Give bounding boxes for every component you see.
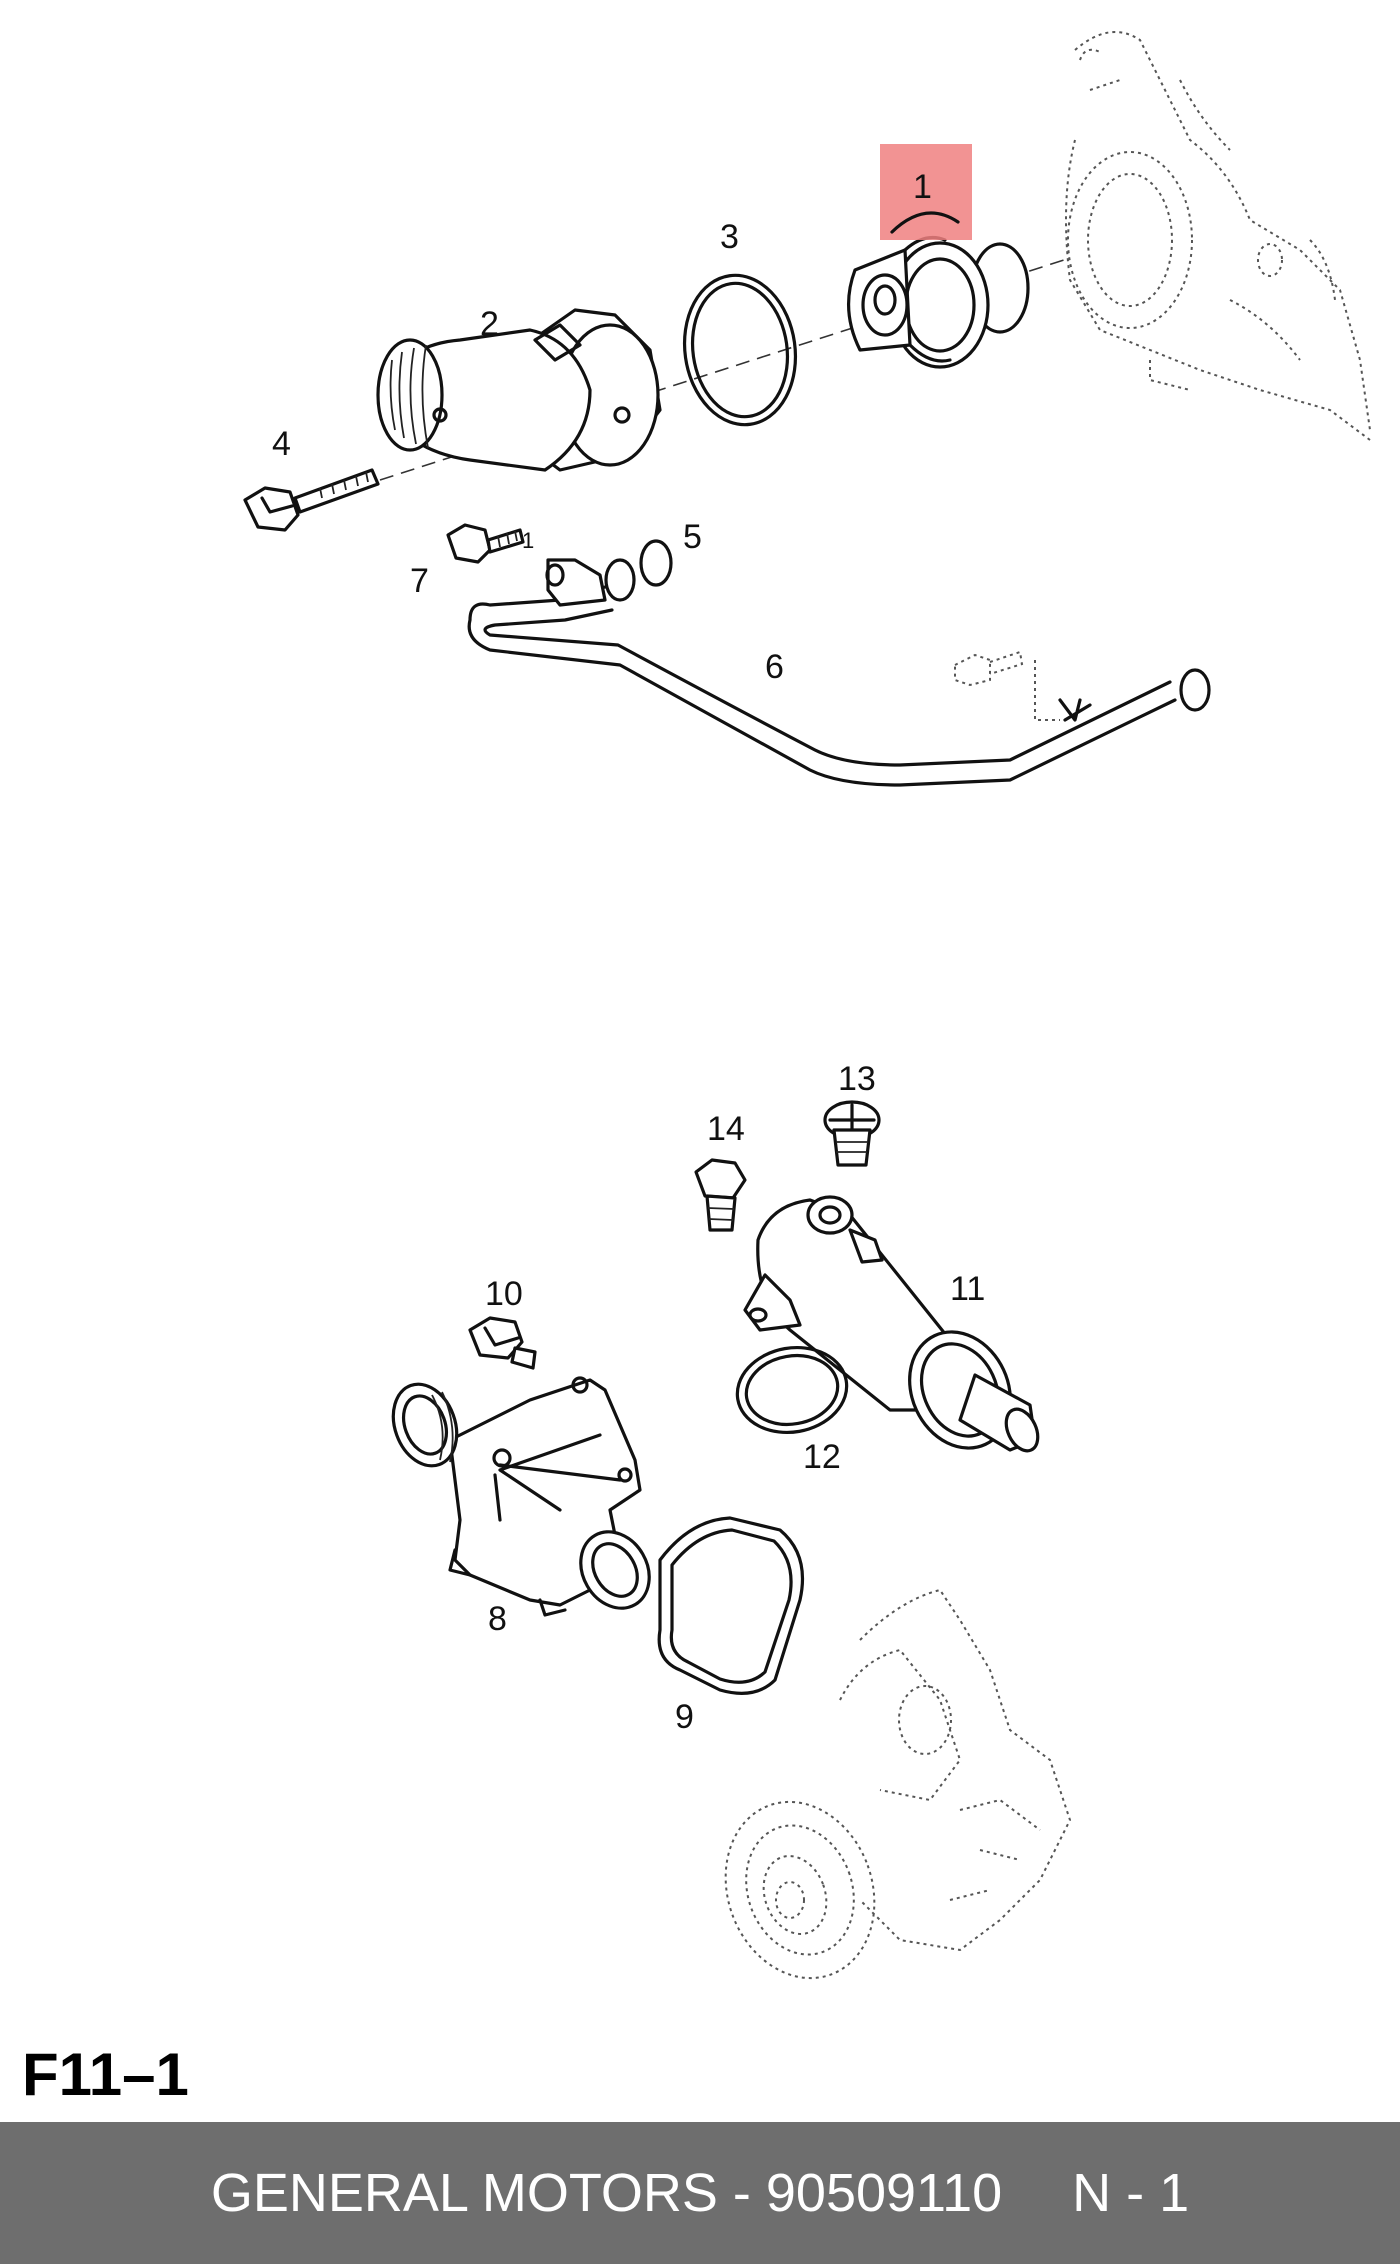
exploded-parts-diagram: 1 — [243, 31, 1371, 1980]
plug-part-14 — [694, 1158, 747, 1232]
callout-9: 9 — [675, 1698, 694, 1736]
bolt-part-7: 1 — [446, 523, 534, 564]
callout-1: 1 — [913, 168, 932, 206]
callout-2: 2 — [480, 305, 499, 343]
thermostat-part-1 — [847, 236, 1030, 369]
plug-part-13 — [823, 1100, 881, 1167]
water-pump-ghost — [724, 1588, 1072, 1980]
engine-block-ghost-top — [1065, 31, 1371, 441]
callout-14: 14 — [707, 1110, 745, 1148]
figure-label: F11–1 — [22, 2041, 189, 2108]
callout-11: 11 — [950, 1270, 985, 1308]
callout-10: 10 — [485, 1275, 523, 1313]
footer-quantity: N - 1 — [1072, 2163, 1190, 2223]
callout-7: 7 — [410, 562, 429, 600]
callout-6: 6 — [765, 648, 784, 686]
o-ring-part-3 — [682, 273, 798, 427]
coolant-pipe-part-6 — [467, 558, 1211, 787]
gasket-part-9 — [657, 1516, 804, 1695]
callout-4: 4 — [272, 425, 291, 463]
thermostat-housing-part-2 — [376, 308, 662, 472]
o-ring-part-5 — [639, 539, 673, 587]
callout-3: 3 — [720, 218, 739, 256]
thermostat-housing-part-8 — [391, 1376, 651, 1617]
footer-bar: GENERAL MOTORS - 90509110 N - 1 — [0, 2122, 1400, 2264]
thermostat-housing-part-11 — [743, 1195, 1040, 1453]
highlight-marker-part-1 — [880, 144, 972, 240]
callout-13: 13 — [838, 1060, 876, 1098]
part-7-tick: 1 — [522, 528, 534, 553]
o-ring-part-12 — [735, 1345, 849, 1435]
ghost-bolt-near-pipe — [954, 650, 1060, 721]
bolt-part-10 — [468, 1316, 537, 1370]
bolt-part-4 — [243, 468, 380, 532]
callout-5: 5 — [683, 518, 702, 556]
footer-brand-part-number: GENERAL MOTORS - 90509110 — [210, 2163, 1003, 2223]
callout-8: 8 — [488, 1600, 507, 1638]
callout-12: 12 — [803, 1438, 841, 1476]
